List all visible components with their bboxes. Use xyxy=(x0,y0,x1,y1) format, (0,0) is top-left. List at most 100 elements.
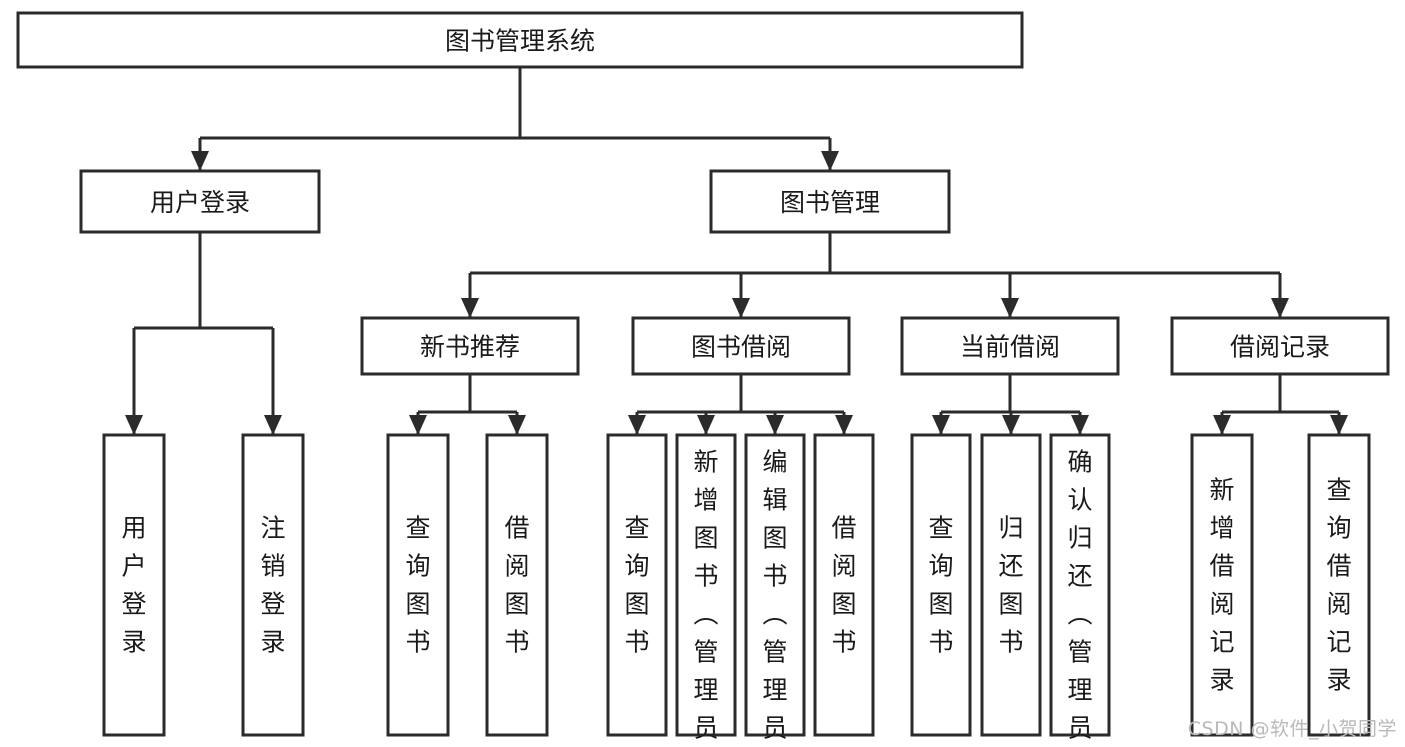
node-label-borrow-record: 借阅记录 xyxy=(1230,333,1330,362)
svg-text:书: 书 xyxy=(998,628,1023,657)
svg-text:图: 图 xyxy=(405,590,430,619)
svg-text:阅: 阅 xyxy=(1326,590,1351,619)
node-label-current-borrow: 当前借阅 xyxy=(960,333,1060,362)
node-box-leaf-borrow-book-1 xyxy=(485,433,549,737)
node-box-book-manage xyxy=(709,169,951,234)
nodes-layer: 图书管理系统用户登录图书管理新书推荐图书借阅当前借阅借阅记录用户登录注销登录查询… xyxy=(16,11,1390,747)
node-book-borrow[interactable]: 图书借阅 xyxy=(631,316,851,376)
node-borrow-record[interactable]: 借阅记录 xyxy=(1170,316,1390,376)
node-leaf-user-login[interactable]: 用户登录 xyxy=(102,433,166,737)
node-box-leaf-edit-book xyxy=(744,433,806,737)
node-label-leaf-user-login: 用户登录 xyxy=(121,514,146,657)
node-box-leaf-query-book-3 xyxy=(910,433,972,737)
arrow-head-icon xyxy=(1001,298,1019,318)
node-box-leaf-borrow-book-2 xyxy=(813,433,875,737)
svg-text:阅: 阅 xyxy=(831,552,856,581)
node-book-manage[interactable]: 图书管理 xyxy=(709,169,951,234)
node-box-leaf-add-book xyxy=(675,433,737,737)
svg-text:员: 员 xyxy=(693,714,718,743)
node-current-borrow[interactable]: 当前借阅 xyxy=(900,316,1120,376)
svg-text:查: 查 xyxy=(405,514,430,543)
svg-text:注: 注 xyxy=(260,514,285,543)
svg-text:图: 图 xyxy=(928,590,953,619)
svg-text:销: 销 xyxy=(260,552,285,581)
svg-text:管: 管 xyxy=(693,638,718,667)
svg-text:还: 还 xyxy=(998,552,1023,581)
svg-text:借: 借 xyxy=(1326,552,1351,581)
svg-text:录: 录 xyxy=(1326,666,1351,695)
svg-text:阅: 阅 xyxy=(1209,590,1234,619)
arrow-head-icon xyxy=(191,151,209,171)
svg-text:员: 员 xyxy=(1067,714,1092,743)
node-box-book-borrow xyxy=(631,316,851,376)
svg-text:查: 查 xyxy=(928,514,953,543)
node-box-current-borrow xyxy=(900,316,1120,376)
svg-text:︵: ︵ xyxy=(762,600,787,629)
node-label-new-book-recommend: 新书推荐 xyxy=(420,333,520,362)
svg-text:归: 归 xyxy=(998,514,1023,543)
svg-text:归: 归 xyxy=(1067,524,1092,553)
svg-text:书: 书 xyxy=(504,628,529,657)
svg-text:理: 理 xyxy=(762,676,787,705)
node-box-leaf-return-book xyxy=(980,433,1042,737)
svg-text:阅: 阅 xyxy=(504,552,529,581)
svg-text:管: 管 xyxy=(1067,638,1092,667)
svg-text:借: 借 xyxy=(831,514,856,543)
node-box-leaf-user-logout xyxy=(241,433,305,737)
svg-text:用: 用 xyxy=(121,514,146,543)
svg-text:记: 记 xyxy=(1326,628,1351,657)
svg-text:编: 编 xyxy=(762,448,787,477)
node-label-root: 图书管理系统 xyxy=(445,27,595,56)
svg-text:图: 图 xyxy=(624,590,649,619)
arrow-head-icon xyxy=(835,415,853,435)
svg-text:书: 书 xyxy=(693,562,718,591)
arrow-head-icon xyxy=(732,298,750,318)
arrow-head-icon xyxy=(264,415,282,435)
svg-text:图: 图 xyxy=(504,590,529,619)
node-box-root xyxy=(16,11,1024,69)
svg-text:图: 图 xyxy=(762,524,787,553)
arrow-head-icon xyxy=(409,415,427,435)
svg-text:书: 书 xyxy=(831,628,856,657)
arrow-head-icon xyxy=(932,415,950,435)
svg-text:借: 借 xyxy=(1209,552,1234,581)
svg-text:书: 书 xyxy=(405,628,430,657)
node-root[interactable]: 图书管理系统 xyxy=(16,11,1024,69)
svg-text:新: 新 xyxy=(693,448,718,477)
node-new-book-recommend[interactable]: 新书推荐 xyxy=(360,316,580,376)
node-label-user-login: 用户登录 xyxy=(150,188,250,217)
node-user-login[interactable]: 用户登录 xyxy=(79,169,321,234)
svg-text:书: 书 xyxy=(624,628,649,657)
arrow-head-icon xyxy=(628,415,646,435)
svg-text:︵: ︵ xyxy=(1067,600,1092,629)
arrow-head-icon xyxy=(1213,415,1231,435)
arrow-head-icon xyxy=(766,415,784,435)
arrow-head-icon xyxy=(508,415,526,435)
arrow-head-icon xyxy=(697,415,715,435)
svg-text:新: 新 xyxy=(1209,476,1234,505)
svg-text:记: 记 xyxy=(1209,628,1234,657)
arrow-head-icon xyxy=(821,151,839,171)
svg-text:查: 查 xyxy=(1326,476,1351,505)
svg-text:管: 管 xyxy=(762,638,787,667)
svg-text:登: 登 xyxy=(260,590,285,619)
